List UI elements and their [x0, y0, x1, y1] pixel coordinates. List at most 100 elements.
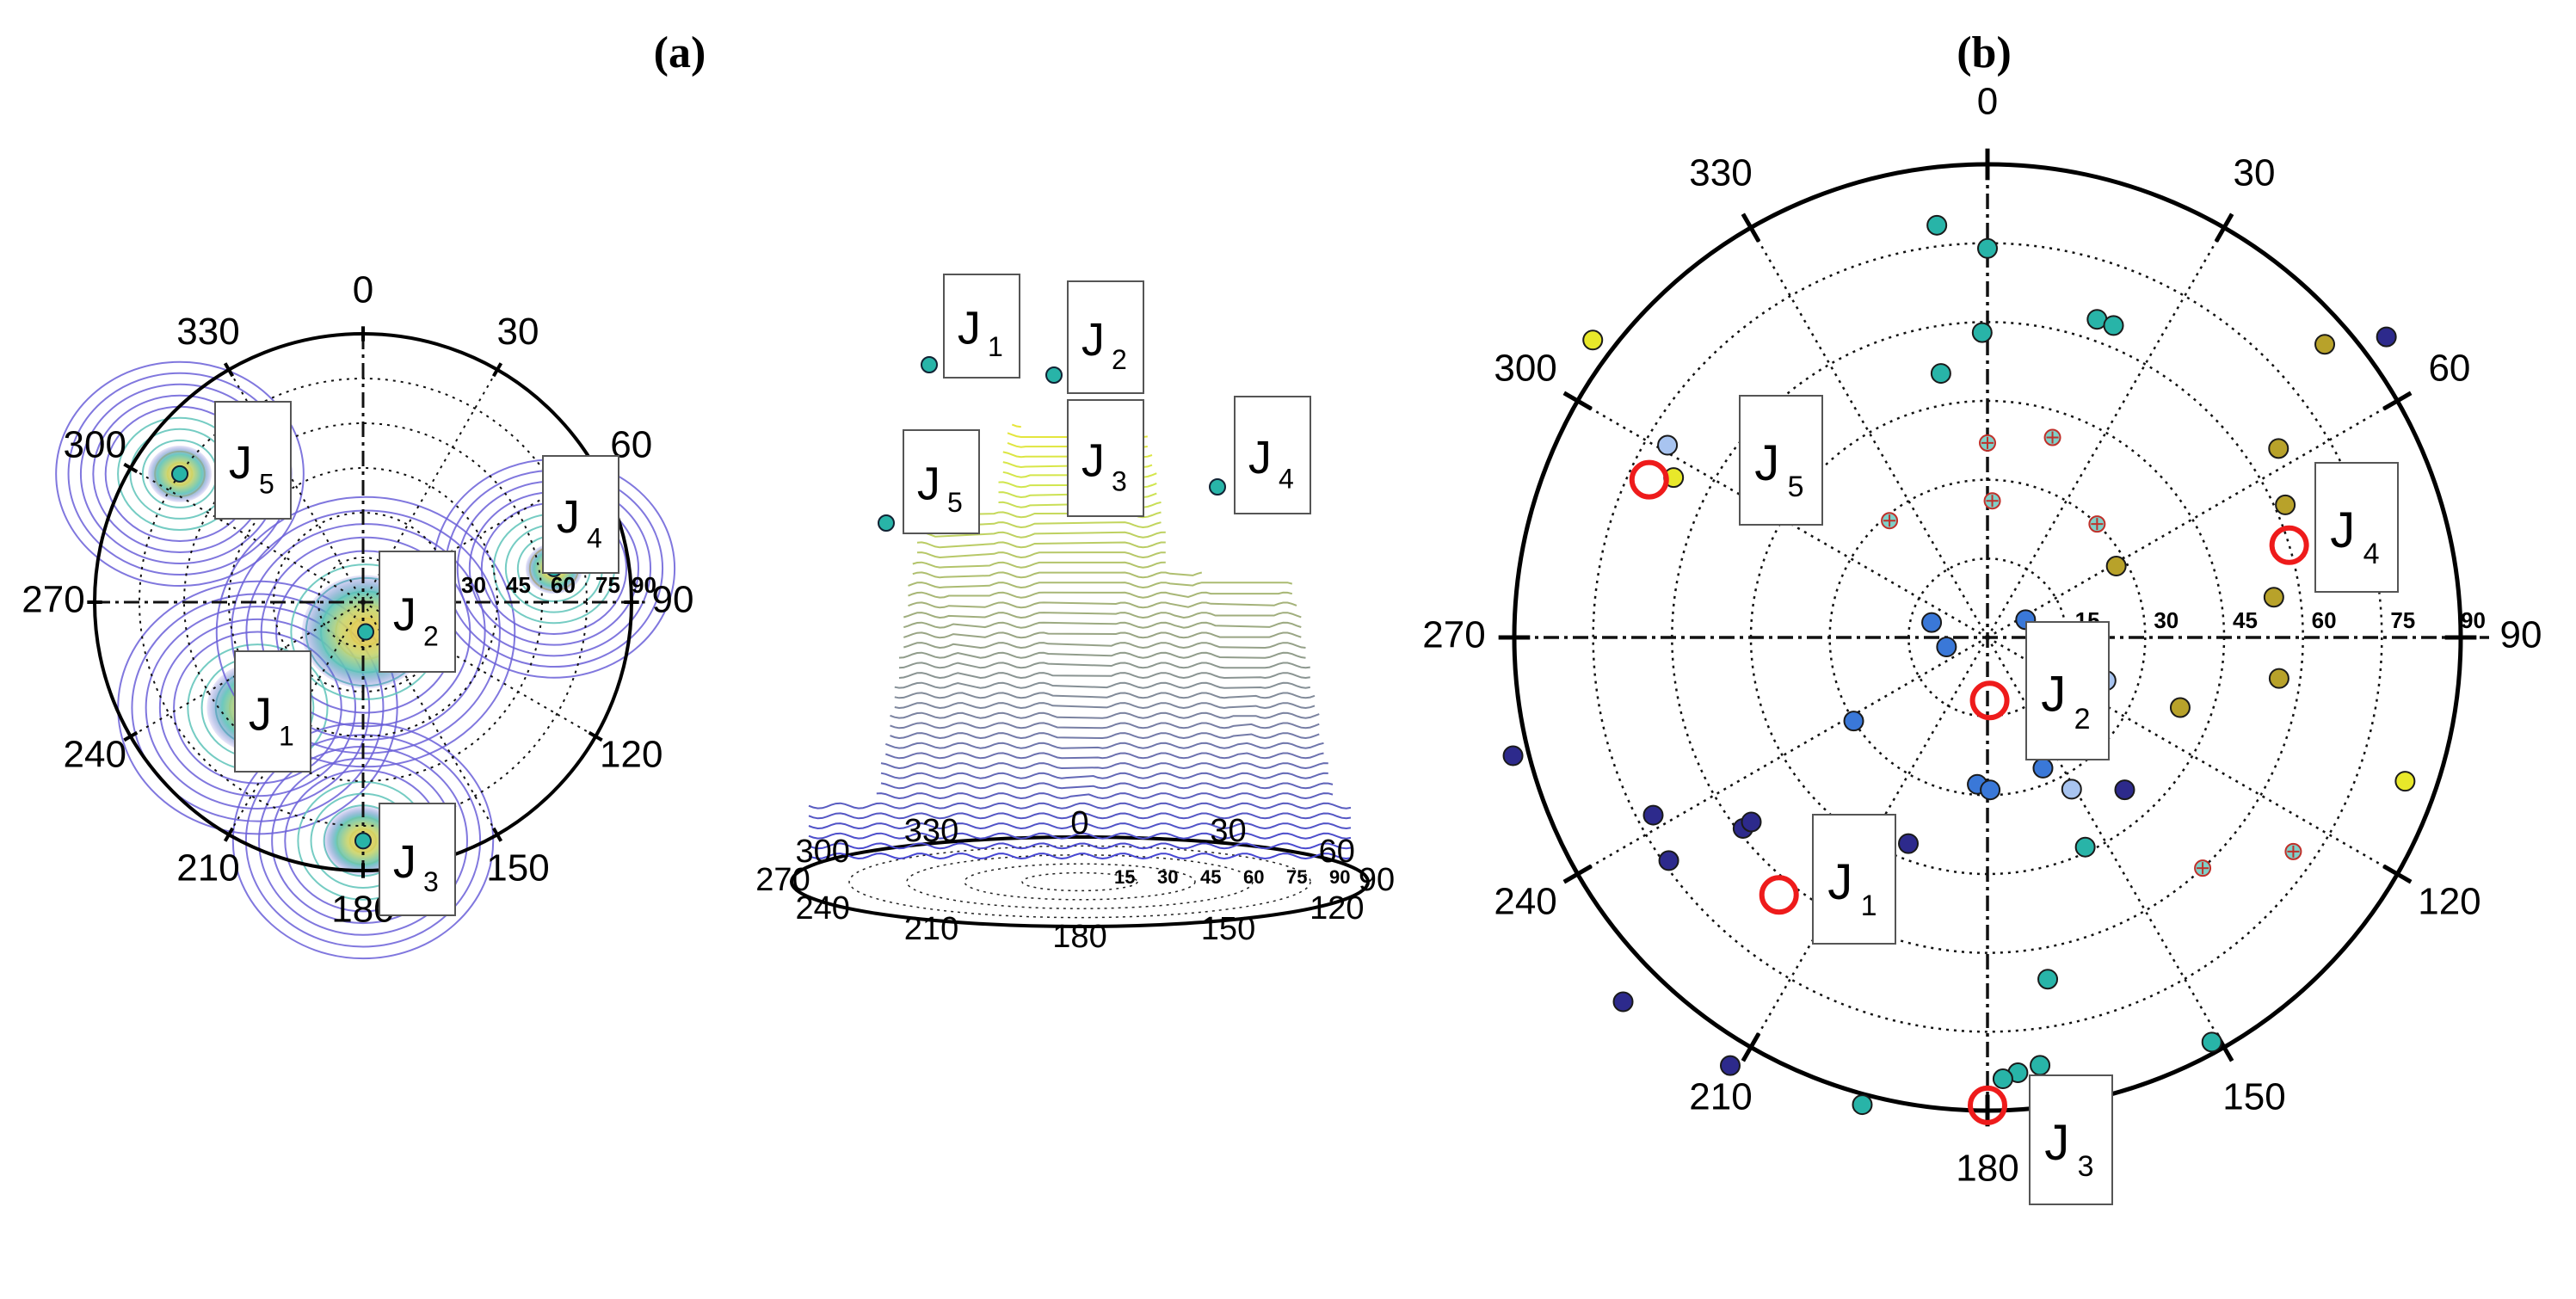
pole-point — [1843, 711, 1864, 732]
surface-slice — [808, 812, 1352, 820]
azimuth-label-60: 60 — [2428, 348, 2470, 390]
surface-slice — [808, 853, 1352, 860]
azimuth-tick — [1741, 1032, 1761, 1062]
azimuth-tick — [2382, 864, 2413, 884]
surface-dip-label-30: 30 — [1157, 866, 1178, 888]
azimuth-label-150: 150 — [2222, 1076, 2285, 1118]
pole-point — [1936, 636, 1957, 657]
azimuth-label-180: 180 — [1956, 1148, 2018, 1190]
pole-point — [2061, 779, 2082, 800]
minor-pole-marker — [1979, 434, 1996, 452]
set-label-sub: 1 — [1861, 890, 1877, 922]
azimuth-ray — [362, 601, 498, 835]
set-label-box — [1739, 395, 1823, 526]
pole-point — [2037, 969, 2059, 990]
set-label-sub: 2 — [1112, 344, 1127, 375]
surface-slice — [808, 832, 1352, 840]
set-label-main: J — [1827, 854, 1852, 910]
surface-slice — [1002, 471, 1157, 478]
surface-slice — [808, 822, 1352, 830]
set-label-sub: 3 — [423, 866, 439, 897]
surface-peak-point — [1209, 478, 1226, 496]
pole-point — [1719, 1055, 1741, 1076]
contour-line — [245, 523, 486, 741]
azimuth-ray — [228, 369, 364, 603]
azimuth-tick — [123, 730, 139, 742]
pole-point — [1992, 1068, 2013, 1090]
surface-slice — [808, 842, 1352, 850]
azimuth-tick — [1562, 864, 1593, 884]
set-label-sub: 1 — [988, 331, 1003, 362]
azimuth-ray — [1986, 227, 2226, 638]
surface-azimuth-label-30: 30 — [1210, 813, 1246, 849]
surface-slice — [916, 541, 1166, 549]
set-label-sub: 4 — [1279, 463, 1294, 494]
pole-point — [1502, 745, 1524, 766]
surface-base-ring — [906, 854, 1254, 909]
set-label-main: J — [917, 458, 940, 509]
set-label-sub: 3 — [2078, 1150, 2094, 1183]
pole-point — [2314, 334, 2336, 355]
azimuth-tick — [1741, 212, 1761, 243]
set-label-sub: 5 — [947, 487, 963, 518]
dip-label-45: 45 — [506, 572, 531, 598]
surface-slice — [903, 621, 1302, 629]
surface-slice — [903, 642, 1306, 650]
pole-point — [1977, 237, 1998, 259]
dip-ring — [1671, 321, 2304, 954]
azimuth-ray — [1577, 636, 1988, 876]
minor-pole-marker — [1983, 492, 2001, 510]
azimuth-ray — [1749, 227, 1989, 638]
pole-point — [1971, 322, 1993, 343]
surface-slice — [808, 802, 1352, 810]
surface-dip-label-15: 15 — [1114, 866, 1135, 888]
set-center-point — [357, 623, 375, 641]
set-label-main: J — [557, 491, 580, 543]
contour-line — [231, 509, 501, 754]
set-label-box — [2025, 621, 2110, 760]
minor-pole-marker — [2284, 842, 2302, 860]
surface-slice — [894, 681, 1310, 689]
set-label-box — [943, 274, 1020, 379]
azimuth-ray — [1577, 399, 1988, 639]
pole-point — [1657, 434, 1679, 456]
set-label-main: J — [393, 836, 416, 888]
surface-slice — [898, 651, 1306, 659]
set-label-box — [903, 429, 980, 534]
set-label-main: J — [393, 588, 416, 640]
pole-point — [1582, 329, 1604, 351]
azimuth-tick — [1562, 391, 1593, 411]
set-label-main: J — [1248, 432, 1272, 483]
set-label-main: J — [2044, 1115, 2069, 1171]
pole-point — [1642, 804, 1664, 826]
azimuth-ray — [362, 369, 498, 603]
pole-point — [2268, 668, 2289, 689]
surface-azimuth-label-90: 90 — [1359, 862, 1395, 898]
surface-dip-label-45: 45 — [1200, 866, 1221, 888]
dip-label-60: 60 — [2312, 607, 2337, 633]
surface-slice — [1011, 423, 1021, 428]
azimuth-label-210: 210 — [176, 847, 239, 889]
set-label-box — [1812, 814, 1896, 945]
surface-peak-point — [878, 514, 895, 532]
azimuth-label-30: 30 — [2234, 152, 2276, 194]
surface-slice — [912, 561, 1166, 569]
azimuth-label-270: 270 — [22, 579, 84, 621]
surface-slice — [876, 792, 1334, 800]
set-label-sub: 4 — [587, 522, 602, 553]
azimuth-tick — [2382, 391, 2413, 411]
azimuth-label-330: 330 — [176, 311, 239, 353]
pole-point — [1852, 1094, 1873, 1116]
set-mean-pole — [1629, 459, 1669, 500]
dip-label-90: 90 — [632, 572, 656, 598]
surface-dip-label-60: 60 — [1243, 866, 1264, 888]
dip-label-75: 75 — [595, 572, 620, 598]
